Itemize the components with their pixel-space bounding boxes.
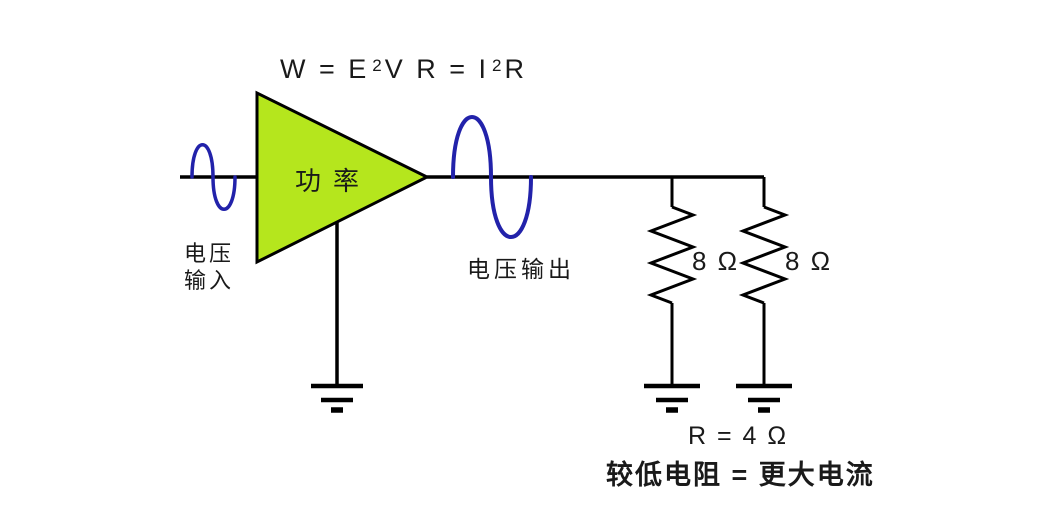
formula-seg2: V R = I <box>384 54 490 84</box>
resistor2-value-label: 8 Ω <box>785 246 833 276</box>
formula-superscript-2: 2 <box>492 56 502 75</box>
formula-seg1: W = E <box>280 54 370 84</box>
voltage-input-label-line1: 电压 <box>184 241 235 266</box>
formula-seg3: R <box>504 54 527 84</box>
equivalent-resistance-label: R = 4 Ω <box>688 422 789 450</box>
input-sine-wave-icon <box>190 143 237 211</box>
output-sine-wave-icon <box>451 115 533 239</box>
resistor2-ground-icon <box>736 383 792 413</box>
formula-superscript-1: 2 <box>372 56 382 75</box>
voltage-input-label-line2: 输入 <box>184 268 235 293</box>
amplifier-label: 功率 <box>294 166 371 196</box>
voltage-output-label: 电压输出 <box>467 256 575 282</box>
amplifier-triangle <box>255 90 431 265</box>
resistor1-zigzag-icon <box>646 205 698 305</box>
resistor2-zigzag-icon <box>738 205 790 305</box>
amp-ground-icon <box>311 383 363 413</box>
note-lower-resistance: 较低电阻 = 更大电流 <box>606 460 875 490</box>
resistor1-value-label: 8 Ω <box>692 246 740 276</box>
resistor1-ground-icon <box>644 383 700 413</box>
voltage-input-label: 电压 输入 <box>184 240 234 294</box>
